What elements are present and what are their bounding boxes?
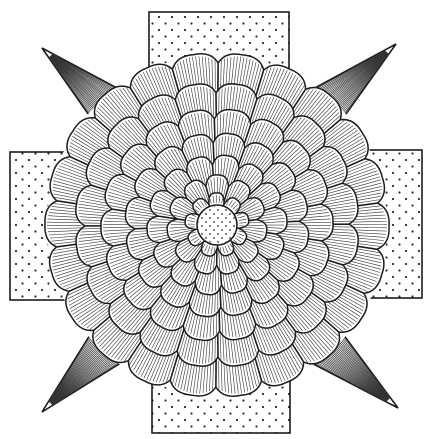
rose-center — [197, 205, 237, 245]
